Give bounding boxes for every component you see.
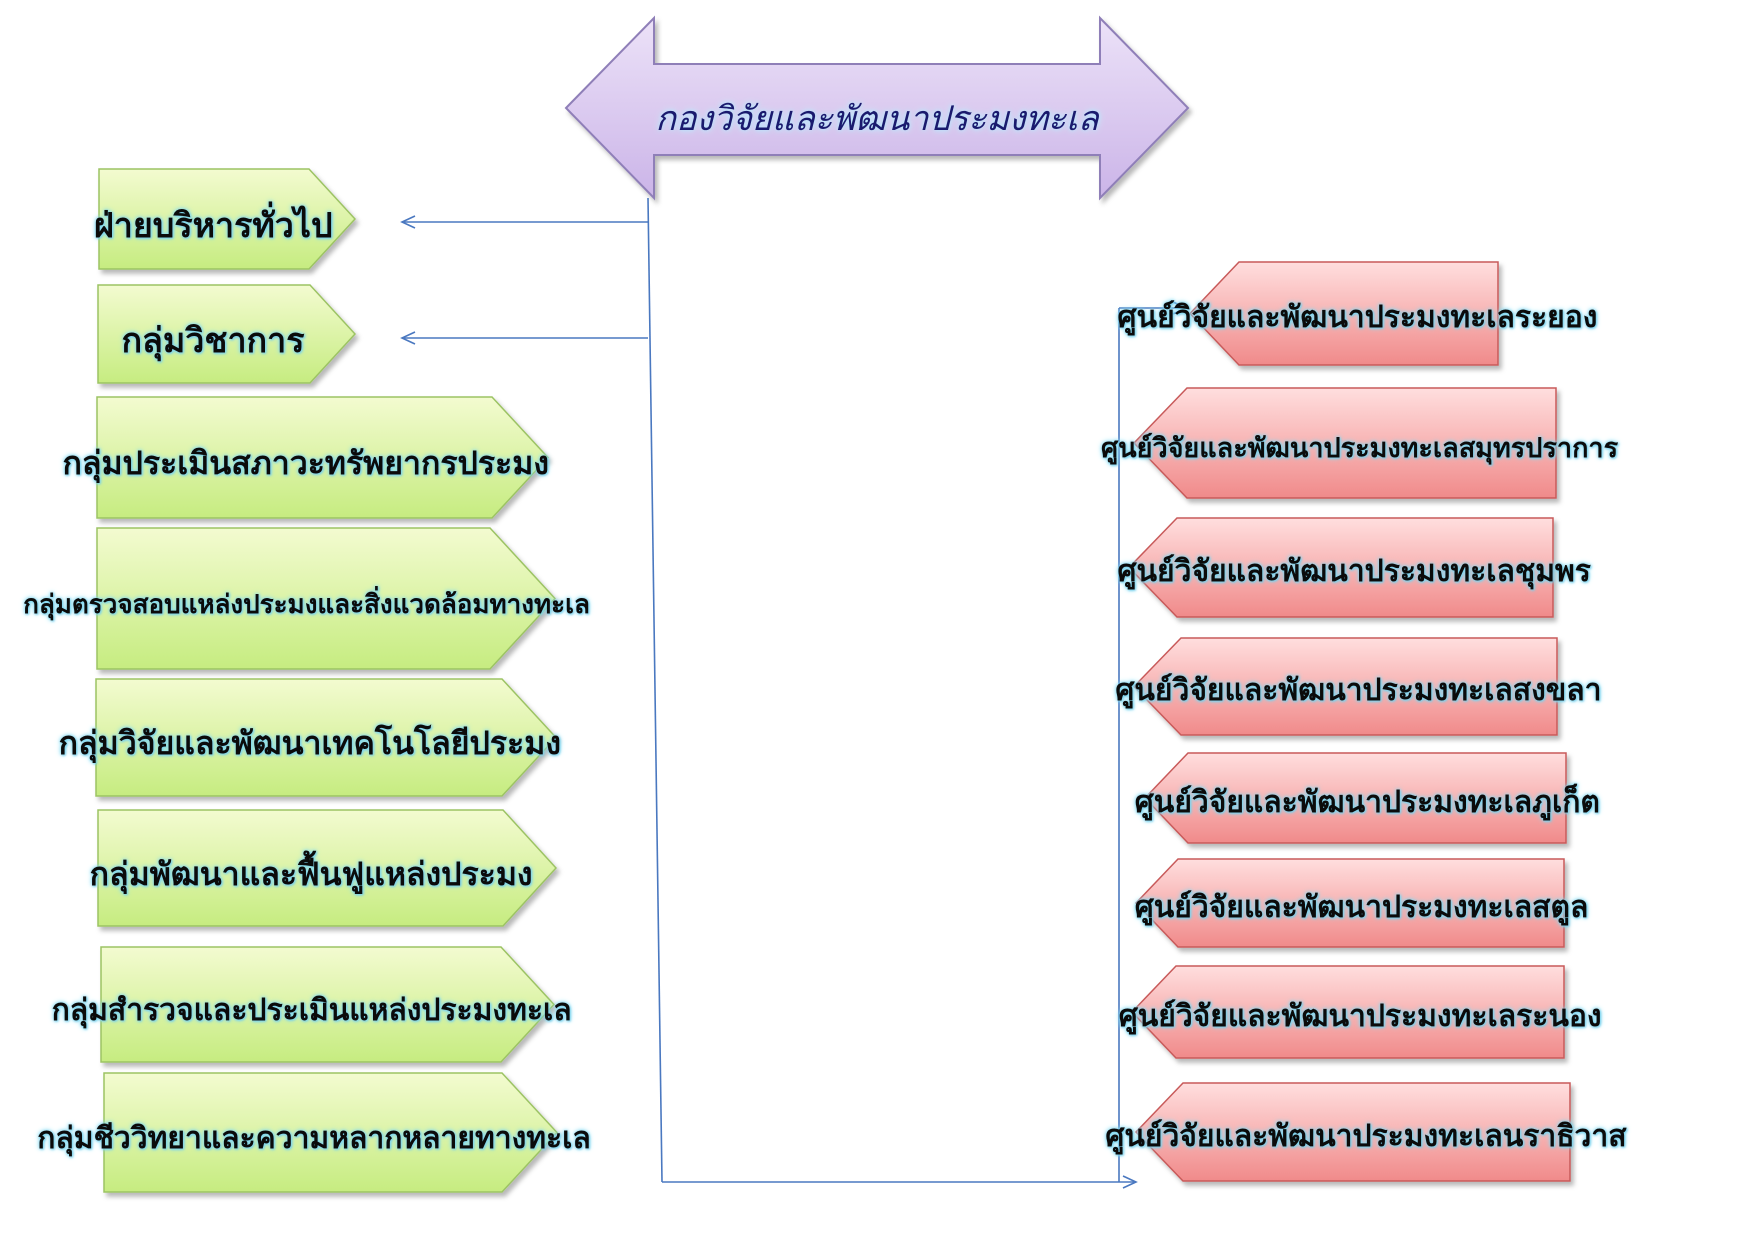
left-group-label-1: ฝ่ายบริหารทั่วไป xyxy=(93,206,333,246)
right-center-label-3: ศูนย์วิจัยและพัฒนาประมงทะเลชุมพร xyxy=(1117,554,1591,589)
right-center-label-8: ศูนย์วิจัยและพัฒนาประมงทะเลนราธิวาส xyxy=(1105,1118,1627,1154)
left-group-shape-2 xyxy=(97,284,357,384)
left-group-shapes xyxy=(95,168,559,1193)
header-double-arrow xyxy=(564,15,1190,201)
connector-lines xyxy=(400,197,1188,1189)
right-center-shape-1 xyxy=(1188,261,1499,366)
left-group-shape-7 xyxy=(100,946,556,1063)
right-center-label-7: ศูนย์วิจัยและพัฒนาประมงทะเลระนอง xyxy=(1118,998,1602,1034)
left-group-shape-4 xyxy=(96,527,557,670)
left-group-shape-6 xyxy=(97,809,558,927)
right-center-shape-7 xyxy=(1130,965,1565,1059)
left-group-shape-8 xyxy=(103,1072,559,1193)
right-center-label-1: ศูนย์วิจัยและพัฒนาประมงทะเลระยอง xyxy=(1117,300,1598,335)
left-group-label-8: กลุ่มชีววิทยาและความหลากหลายทางทะเล xyxy=(37,1121,591,1156)
left-group-shape-1 xyxy=(98,168,357,270)
main-vertical-connector xyxy=(647,197,663,1183)
left-group-shape-3 xyxy=(96,396,550,519)
right-center-label-2: ศูนย์วิจัยและพัฒนาประมงทะเลสมุทรปราการ xyxy=(1101,432,1619,464)
right-center-shape-3 xyxy=(1127,517,1554,618)
left-group-shape-5 xyxy=(95,678,558,797)
left-group-label-5: กลุ่มวิจัยและพัฒนาเทคโนโลยีประมง xyxy=(58,724,561,762)
right-center-shape-8 xyxy=(1134,1082,1571,1182)
right-center-shape-5 xyxy=(1143,752,1567,844)
right-center-shape-2 xyxy=(1132,387,1557,499)
right-center-label-5: ศูนย์วิจัยและพัฒนาประมงทะเลภูเก็ต xyxy=(1134,784,1600,820)
left-group-label-3: กลุ่มประเมินสภาวะทรัพยากรประมง xyxy=(62,444,549,482)
left-group-label-7: กลุ่มสำรวจและประเมินแหล่งประมงทะเล xyxy=(51,993,572,1028)
left-group-label-2: กลุ่มวิชาการ xyxy=(121,321,305,361)
right-center-shapes xyxy=(1127,261,1571,1182)
right-center-shape-4 xyxy=(1132,637,1558,736)
right-center-label-6: ศูนย์วิจัยและพัฒนาประมงทะเลสตูล xyxy=(1134,889,1589,925)
right-center-label-4: ศูนย์วิจัยและพัฒนาประมงทะเลสงขลา xyxy=(1115,673,1602,708)
left-group-label-6: กลุ่มพัฒนาและฟื้นฟูแหล่งประมง xyxy=(89,854,533,893)
right-center-shape-6 xyxy=(1134,858,1565,948)
left-group-label-4: กลุ่มตรวจสอบแหล่งประมงและสิ่งแวดล้อมทางท… xyxy=(23,590,590,620)
header-title: กองวิจัยและพัฒนาประมงทะเล xyxy=(655,99,1099,139)
